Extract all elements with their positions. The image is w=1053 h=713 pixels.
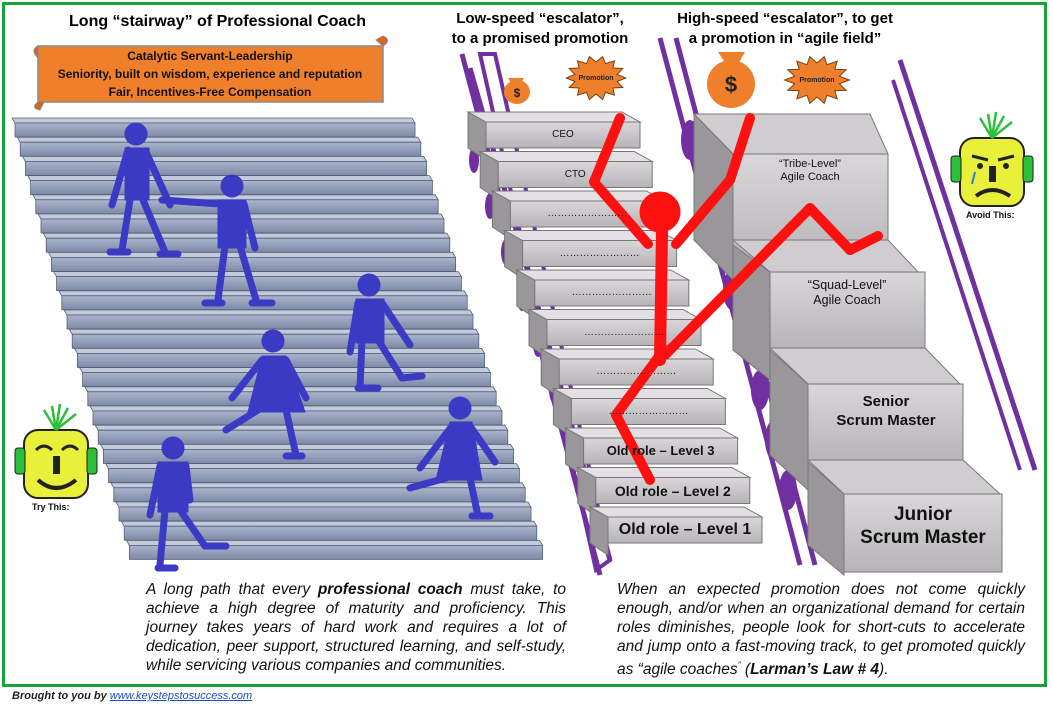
sad-face-icon [950,111,1034,207]
svg-text:Promotion: Promotion [800,77,835,84]
title-stairway: Long “stairway” of Professional Coach [69,13,366,30]
right-text-before: When an expected promotion does not come… [617,581,1025,679]
money-bag-large-icon: $ [707,52,755,108]
placeholder-step-label: …………………… [596,366,677,377]
squad-level-label: “Squad-Level” Agile Coach [772,278,922,308]
avoid-this-caption: Avoid This: [966,210,1015,220]
placeholder-step-label: …………………… [571,287,652,298]
stair-step [104,463,521,484]
left-description: A long path that every professional coac… [146,580,566,675]
svg-text:Promotion: Promotion [579,75,614,82]
right-description: When an expected promotion does not come… [617,580,1025,679]
blue-figure-3 [346,273,426,392]
blue-coaches [106,122,499,572]
low-escalator-step [563,427,740,477]
stair-step [120,520,538,541]
tribe-line-1: “Tribe-Level” [779,158,841,170]
right-text-after: ). [879,661,889,679]
title-low-speed-line1: Low-speed “escalator”, [456,10,624,27]
low-escalator-step [490,190,667,240]
stair-step [11,117,416,138]
old-role-level-2-label: Old role – Level 2 [614,482,731,499]
senior-line-1: Senior [862,393,910,410]
svg-text:$: $ [725,72,737,97]
placeholder-step-label: …………………… [559,247,640,259]
low-step-label-cto: CTO [564,168,586,180]
junior-block [806,459,1003,577]
placeholder-step-label: …………………… [547,208,628,219]
stair-step [125,540,544,560]
stair-step [21,155,428,176]
title-high-speed: High-speed “escalator”, to get a promoti… [650,9,920,49]
low-escalator-step [588,506,764,556]
low-escalator-step [551,387,728,438]
low-step-label-ceo: CEO [552,129,574,140]
low-escalator-step [575,466,752,517]
right-text-mark: ” [737,660,741,670]
title-low-speed: Low-speed “escalator”, to a promised pro… [430,9,650,49]
try-this-caption: Try This: [32,502,70,512]
stair-step [47,251,457,272]
left-text-bold: professional coach [317,581,463,598]
blue-figure-2 [158,174,276,307]
stair-step [63,309,474,330]
left-text-after: must take, to achieve a high degree of m… [146,581,567,674]
happy-face-icon [14,403,98,499]
title-low-speed-line2: to a promised promotion [451,30,629,47]
squad-block [731,239,926,382]
placeholder-step-label: …………………… [608,405,689,417]
junior-scrum-master-label: Junior Scrum Master [844,503,1002,549]
credit-link[interactable]: www.keystepstosuccess.com [109,690,253,702]
high-speed-escalator [657,37,1038,577]
old-role-level-3-label: Old role – Level 3 [606,443,715,458]
blue-figure-5 [406,396,499,520]
senior-scrum-master-label: Senior Scrum Master [808,392,964,430]
senior-line-2: Scrum Master [836,412,936,429]
promotion-badge-high: Promotion [783,55,851,105]
title-high-speed-line1: High-speed “escalator”, to get [677,10,893,27]
left-text-before: A long path that every [146,581,318,598]
squad-line-1: “Squad-Level” [807,278,887,292]
money-bag-small-icon: $ [504,78,530,104]
rail-oval [779,470,797,510]
title-high-speed-line2: a promotion in “agile field” [688,30,882,47]
svg-text:$: $ [514,86,521,100]
stair-step [52,271,463,292]
promotion-badge-low: Promotion [565,55,627,101]
old-role-level-1-label: Old role – Level 1 [618,521,752,538]
rail-oval [751,370,769,410]
low-escalator-step [539,348,716,398]
red-jumping-figure [589,113,883,485]
stair-step [99,443,515,464]
junior-line-2: Scrum Master [860,527,986,548]
right-text-middle: ( [740,661,751,679]
tribe-level-label: “Tribe-Level” Agile Coach [740,158,880,184]
blue-figure-1 [106,122,182,258]
credit-line: Brought to you by www.keystepstosuccess.… [12,690,252,702]
banner-line-2: Seniority, built on wisdom, experience a… [57,67,363,81]
squad-line-2: Agile Coach [813,293,881,307]
banner-line-3: Fair, Incentives-Free Compensation [108,85,312,99]
blue-figure-4 [222,329,310,460]
banner-line-1: Catalytic Servant-Leadership [127,49,293,63]
junior-line-1: Junior [893,504,953,525]
banner-scroll [33,35,388,111]
blue-figure-6 [146,436,230,572]
stair-step [16,136,422,157]
right-text-bold: Larman’s Law # 4 [750,661,880,679]
placeholder-step-label: …………………… [584,326,664,338]
banner-text: Catalytic Servant-Leadership Seniority, … [45,47,375,101]
tribe-line-2: Agile Coach [780,171,840,183]
credit-prefix: Brought to you by [12,690,110,702]
green-frame [2,2,1047,687]
